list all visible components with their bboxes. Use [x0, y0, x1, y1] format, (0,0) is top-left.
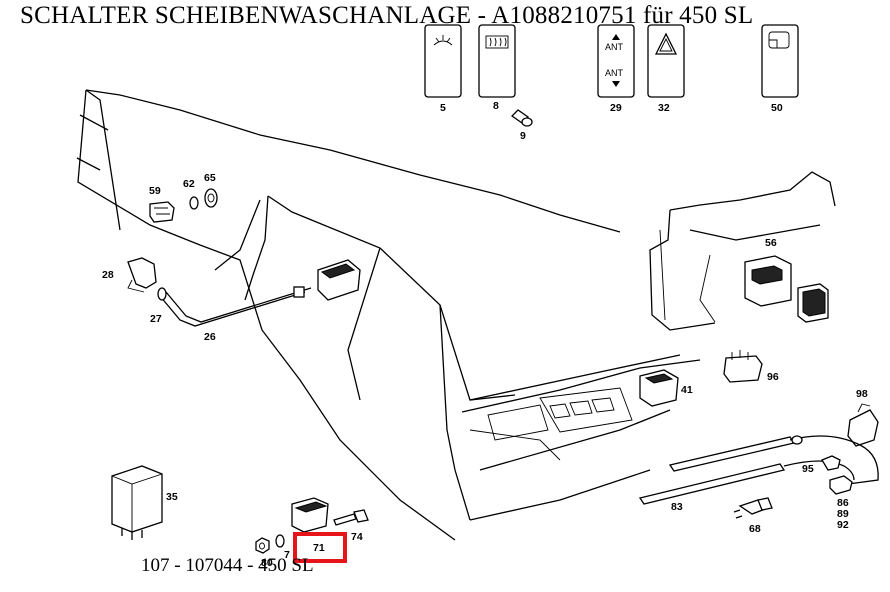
- label-89[interactable]: 89: [837, 508, 849, 520]
- connector-86[interactable]: [829, 475, 853, 495]
- switch-8[interactable]: [478, 24, 516, 98]
- label-29[interactable]: 29: [610, 102, 622, 114]
- label-95[interactable]: 95: [802, 463, 814, 475]
- label-7[interactable]: 7: [284, 549, 290, 561]
- switch-5[interactable]: [424, 24, 462, 98]
- label-28[interactable]: 28: [102, 269, 114, 281]
- label-35[interactable]: 35: [166, 491, 178, 503]
- connector-59[interactable]: [149, 201, 175, 223]
- relay-35[interactable]: [111, 465, 163, 540]
- washer-62[interactable]: [189, 196, 199, 210]
- switch-41[interactable]: [639, 369, 679, 407]
- label-80[interactable]: 80: [261, 557, 273, 569]
- label-9[interactable]: 9: [520, 130, 526, 142]
- switch-56b[interactable]: [797, 283, 829, 323]
- clip-98[interactable]: [847, 403, 879, 447]
- label-50[interactable]: 50: [771, 102, 783, 114]
- label-86[interactable]: 86: [837, 497, 849, 509]
- label-74[interactable]: 74: [351, 531, 363, 543]
- label-68[interactable]: 68: [749, 523, 761, 535]
- label-92[interactable]: 92: [837, 519, 849, 531]
- label-5[interactable]: 5: [440, 102, 446, 114]
- bulb-9[interactable]: [510, 109, 533, 127]
- highlight-box: [293, 532, 347, 563]
- label-56[interactable]: 56: [765, 237, 777, 249]
- label-62[interactable]: 62: [183, 178, 195, 190]
- ant-down-text: ANT: [605, 68, 624, 78]
- label-96[interactable]: 96: [767, 371, 779, 383]
- part-95[interactable]: [821, 455, 841, 471]
- label-41[interactable]: 41: [681, 384, 693, 396]
- footer-caption: 107 - 107044 - 450 SL: [141, 555, 314, 576]
- switch-29[interactable]: ANT ANT: [597, 24, 635, 98]
- bracket-28[interactable]: [127, 257, 157, 293]
- holder-96[interactable]: [723, 350, 763, 383]
- label-71[interactable]: 71: [313, 542, 325, 554]
- cable-83[interactable]: [638, 435, 879, 505]
- label-83[interactable]: 83: [671, 501, 683, 513]
- switch-71[interactable]: [291, 497, 329, 533]
- washer-7x[interactable]: [275, 534, 285, 548]
- label-59[interactable]: 59: [149, 185, 161, 197]
- label-26[interactable]: 26: [204, 331, 216, 343]
- cable-26[interactable]: [157, 286, 312, 327]
- label-98[interactable]: 98: [856, 388, 868, 400]
- label-8[interactable]: 8: [493, 100, 499, 112]
- dashboard-outline: [76, 89, 836, 541]
- switch-32[interactable]: [647, 24, 685, 98]
- ant-up-text: ANT: [605, 42, 624, 52]
- nut-65[interactable]: [204, 188, 218, 208]
- plug-68[interactable]: [733, 497, 773, 519]
- bolt-74[interactable]: [333, 509, 369, 526]
- label-32[interactable]: 32: [658, 102, 670, 114]
- label-65[interactable]: 65: [204, 172, 216, 184]
- switch-56[interactable]: [744, 255, 792, 307]
- switch-unit[interactable]: [317, 259, 361, 301]
- switch-50[interactable]: [761, 24, 799, 98]
- nut-80[interactable]: [255, 537, 270, 554]
- label-27[interactable]: 27: [150, 313, 162, 325]
